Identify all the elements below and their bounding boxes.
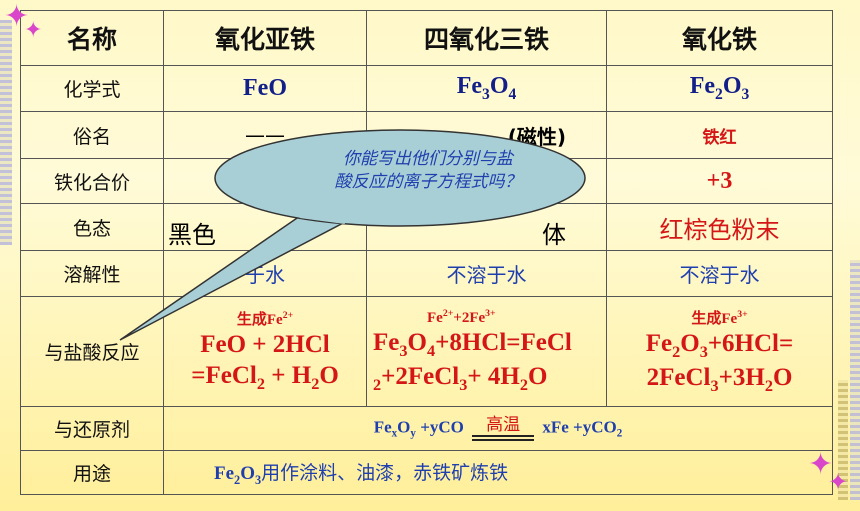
hcl-fe2o3-note: 生成Fe3+ [691, 308, 748, 327]
hcl-row: 与盐酸反应 生成Fe2+ FeO + 2HCl =FeCl2 + H2O Fe2… [20, 296, 833, 407]
reaction-condition-arrow: 高温 [472, 415, 535, 441]
formula-row: 化学式 FeO Fe3O4 Fe2O3 [20, 65, 833, 112]
color-fe3o4: 体 [366, 203, 607, 251]
header-fe3o4: 四氧化三铁 [366, 10, 607, 66]
label-color: 色态 [20, 203, 164, 251]
hcl-feo-line2: =FeCl2 + H2O [191, 362, 339, 394]
hcl-fe3o4-note: Fe2++2Fe3+ [427, 307, 496, 326]
sparkle-icon-bottom-right: ✦ [808, 447, 834, 482]
hcl-fe2o3: 生成Fe3+ Fe2O3+6HCl= 2FeCl3+3H2O [606, 296, 833, 407]
label-use: 用途 [20, 450, 164, 495]
hcl-fe2o3-line1: Fe2O3+6HCl= [645, 329, 794, 361]
hcl-fe3o4: Fe2++2Fe3+ Fe3O4+8HCl=FeCl 2+2FeCl3+ 4H2… [366, 296, 607, 407]
header-name: 名称 [20, 10, 164, 66]
label-hcl: 与盐酸反应 [20, 296, 164, 407]
header-feo: 氧化亚铁 [163, 10, 367, 66]
speech-bubble-text: 你能写出他们分别与盐 酸反应的离子方程式吗？ [248, 148, 608, 194]
solubility-fe2o3: 不溶于水 [606, 250, 833, 297]
color-fe2o3: 红棕色粉末 [606, 203, 833, 251]
sparkle-icon-top-left-small: ✦ [24, 18, 43, 43]
right-edge-decoration-inner [838, 380, 848, 500]
formula-fe2o3: Fe2O3 [606, 65, 833, 112]
hcl-fe3o4-line2: 2+2FeCl3+ 4H2O [373, 363, 548, 394]
header-fe2o3: 氧化铁 [606, 10, 833, 66]
label-common-name: 俗名 [20, 111, 164, 159]
sparkle-icon-top-left: ✦ [4, 0, 30, 34]
right-edge-decoration [850, 260, 860, 500]
common-fe2o3: 铁红 [606, 111, 833, 159]
hcl-feo: 生成Fe2+ FeO + 2HCl =FeCl2 + H2O [163, 296, 367, 407]
speech-bubble-body [214, 129, 586, 227]
solubility-fe3o4: 不溶于水 [366, 250, 607, 297]
hcl-feo-line1: FeO + 2HCl [200, 331, 330, 359]
formula-feo: FeO [163, 65, 367, 112]
hcl-feo-note: 生成Fe2+ [236, 310, 294, 329]
condition-label: 高温 [486, 415, 521, 436]
use-text: Fe2O3用作涂料、油漆，赤铁矿炼铁 [163, 450, 833, 495]
header-row: 名称 氧化亚铁 四氧化三铁 氧化铁 [20, 10, 833, 66]
label-reducer: 与还原剂 [20, 406, 164, 451]
speech-bubble-line1: 你能写出他们分别与盐 [343, 149, 513, 169]
iron-oxides-table: 名称 氧化亚铁 四氧化三铁 氧化铁 化学式 FeO Fe3O4 Fe2O3 俗名… [20, 10, 833, 495]
hcl-fe3o4-line1: Fe3O4+8HCl=FeCl [373, 328, 572, 360]
equals-bars [472, 434, 535, 441]
sparkle-icon-bottom-right-small: ✦ [828, 468, 849, 496]
speech-bubble-line2: 酸反应的离子方程式吗？ [334, 171, 522, 192]
speech-bubble-tail [119, 215, 348, 341]
hcl-fe2o3-line2: 2FeCl3+3H2O [646, 364, 793, 395]
speech-bubble-join [299, 214, 346, 224]
use-row: 用途 Fe2O3用作涂料、油漆，赤铁矿炼铁 [20, 450, 833, 495]
left-edge-decoration [0, 20, 12, 245]
